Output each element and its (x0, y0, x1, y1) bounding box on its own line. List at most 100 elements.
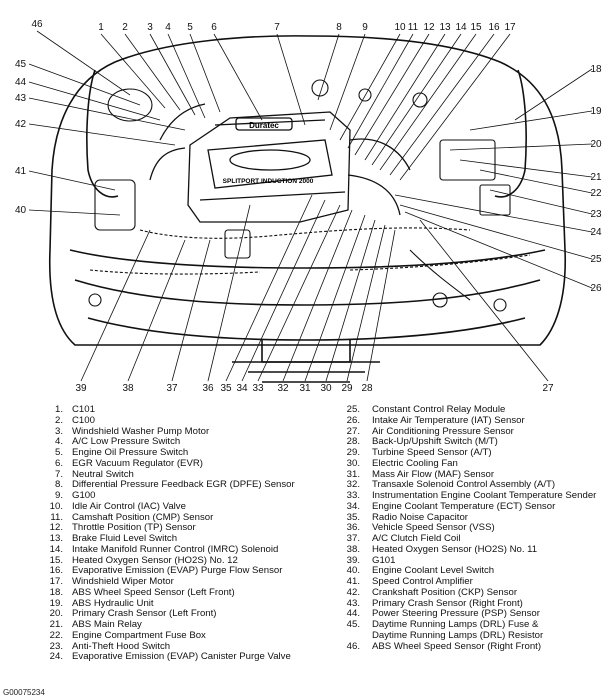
legend-item-label: Engine Compartment Fuse Box (72, 629, 206, 641)
leader-line-29 (346, 224, 386, 382)
legend-item: 17.Windshield Wiper Motor (38, 576, 295, 588)
legend-item-label: ABS Wheel Speed Sensor (Left Front) (72, 586, 235, 598)
callout-3: 3 (147, 22, 153, 33)
legend-item-number: 32. (346, 479, 360, 491)
legend-item: 7.Neutral Switch (38, 468, 295, 481)
callout-34: 34 (236, 383, 248, 394)
callout-10: 10 (394, 22, 406, 33)
legend-item: 43. Primary Crash Sensor (Right Front) (340, 597, 596, 610)
leader-line-41 (28, 170, 116, 191)
legend-item-number: 43. (346, 597, 360, 609)
legend-item: 16.Evaporative Emission (EVAP) Purge Flo… (38, 565, 295, 577)
leader-line-11 (347, 33, 414, 149)
legend-item-number: 23. (49, 640, 63, 652)
leader-line-9 (329, 33, 366, 131)
legend-item: 27.Air Conditioning Pressure Sensor (340, 426, 596, 438)
legend-item-number: 46. (346, 640, 360, 652)
legend-item-number: 28. (346, 436, 360, 448)
legend-item-label: Neutral Switch (72, 468, 134, 480)
legend-item-number: 20. (49, 608, 63, 620)
legend-item-label: Crankshaft Position (CKP) Sensor (372, 586, 518, 598)
leader-line-31 (304, 214, 366, 382)
leader-line-38 (127, 239, 186, 382)
legend-item: 13.Brake Fluid Level Switch (38, 533, 295, 545)
leader-line-12 (354, 33, 430, 156)
callout-43: 43 (15, 93, 27, 104)
legend-item-number: 14. (49, 543, 63, 555)
callout-4: 4 (165, 22, 171, 33)
leader-line-2 (124, 33, 181, 111)
leader-line-4 (167, 33, 206, 119)
leader-line-22 (479, 169, 593, 194)
leader-line-10 (339, 33, 401, 141)
legend-item-label: Heated Oxygen Sensor (HO2S) No. 12 (72, 554, 238, 566)
leader-line-46 (36, 30, 131, 96)
legend-item: 31. Mass Air Flow (MAF) Sensor (340, 468, 596, 481)
callout-19: 19 (590, 106, 602, 117)
legend-item-label: Anti-Theft Hood Switch (72, 640, 171, 652)
callout-29: 29 (341, 383, 353, 394)
leader-line-20 (449, 143, 593, 151)
legend-item: 45.Daytime Running Lamps (DRL) Fuse & (340, 619, 596, 631)
legend-item-number: 18. (49, 586, 63, 598)
legend-item-number: 21. (49, 619, 63, 630)
legend-item-label: Electric Cooling Fan (372, 457, 458, 469)
legend-item-label: Evaporative Emission (EVAP) Canister Pur… (72, 651, 291, 663)
legend-item: 32.Transaxle Solenoid Control Assembly (… (340, 479, 596, 491)
legend-item: 46.ABS Wheel Speed Sensor (Right Front) (340, 640, 596, 653)
leader-line-24 (394, 194, 593, 233)
legend-item-number: 22. (49, 629, 63, 641)
callout-16: 16 (488, 22, 500, 33)
legend-item-number: 3. (54, 425, 63, 437)
callout-15: 15 (470, 22, 482, 33)
legend-item: 6.EGR Vacuum Regulator (EVR) (38, 457, 295, 470)
callout-6: 6 (211, 22, 217, 33)
legend-item-number: 31. (346, 468, 360, 480)
leader-line-18 (514, 68, 593, 121)
callout-18: 18 (590, 64, 602, 75)
leader-line-30 (325, 219, 376, 382)
legend-item-number: 9. (54, 490, 63, 501)
legend-item: 41.Speed Control Amplifier (340, 576, 596, 588)
leader-line-36 (207, 204, 251, 382)
leader-line-6 (213, 33, 263, 121)
legend-item: 14.Intake Manifold Runner Control (IMRC)… (38, 543, 295, 556)
legend-item-label: Heated Oxygen Sensor (HO2S) No. 11 (372, 543, 538, 555)
legend-item: 2.C100 (38, 415, 295, 427)
callout-7: 7 (274, 22, 280, 33)
leader-line-15 (379, 33, 477, 171)
legend-item-label: Vehicle Speed Sensor (VSS) (372, 522, 495, 534)
leader-line-40 (28, 209, 121, 216)
callout-9: 9 (362, 22, 368, 33)
legend-item-number: 33. (346, 490, 360, 501)
leader-line-32 (282, 209, 353, 382)
legend-item: 42. Crankshaft Position (CKP) Sensor (340, 586, 596, 599)
legend-item: 37.A/C Clutch Field Coil (340, 533, 596, 545)
leader-line-17 (399, 33, 511, 181)
legend-item-number: 42. (346, 586, 360, 598)
leader-line-45 (28, 63, 141, 106)
legend-item-label: Mass Air Flow (MAF) Sensor (372, 468, 495, 480)
legend-item: 19.ABS Hydraulic Unit (38, 597, 295, 610)
legend-item-label: Primary Crash Sensor (Right Front) (372, 597, 523, 609)
legend-item: 18. ABS Wheel Speed Sensor (Left Front) (38, 586, 295, 599)
legend-item-label: G101 (372, 554, 396, 566)
engine-block (149, 103, 411, 223)
leader-line-42 (28, 123, 176, 146)
legend-item-label: A/C Low Pressure Switch (72, 436, 181, 448)
legend-item: 33.Instrumentation Engine Coolant Temper… (340, 490, 597, 502)
leader-line-28 (366, 229, 396, 382)
legend-item-number: 5. (54, 447, 63, 458)
legend-item: 9.G100 (38, 490, 295, 502)
legend-item-label: EGR Vacuum Regulator (EVR) (72, 457, 203, 469)
callout-13: 13 (439, 22, 451, 33)
legend-item-number: 19. (49, 597, 63, 609)
legend-item-label: Idle Air Control (IAC) Valve (72, 500, 186, 512)
leader-line-26 (404, 211, 593, 289)
legend-item-label: Windshield Washer Pump Motor (72, 425, 210, 437)
legend-item-label: ABS Main Relay (72, 619, 142, 630)
legend-item: 20.Primary Crash Sensor (Left Front) (38, 608, 295, 620)
legend-item-label: Power Steering Pressure (PSP) Sensor (372, 608, 540, 620)
legend-item-label: Daytime Running Lamps (DRL) Resistor (372, 629, 544, 641)
